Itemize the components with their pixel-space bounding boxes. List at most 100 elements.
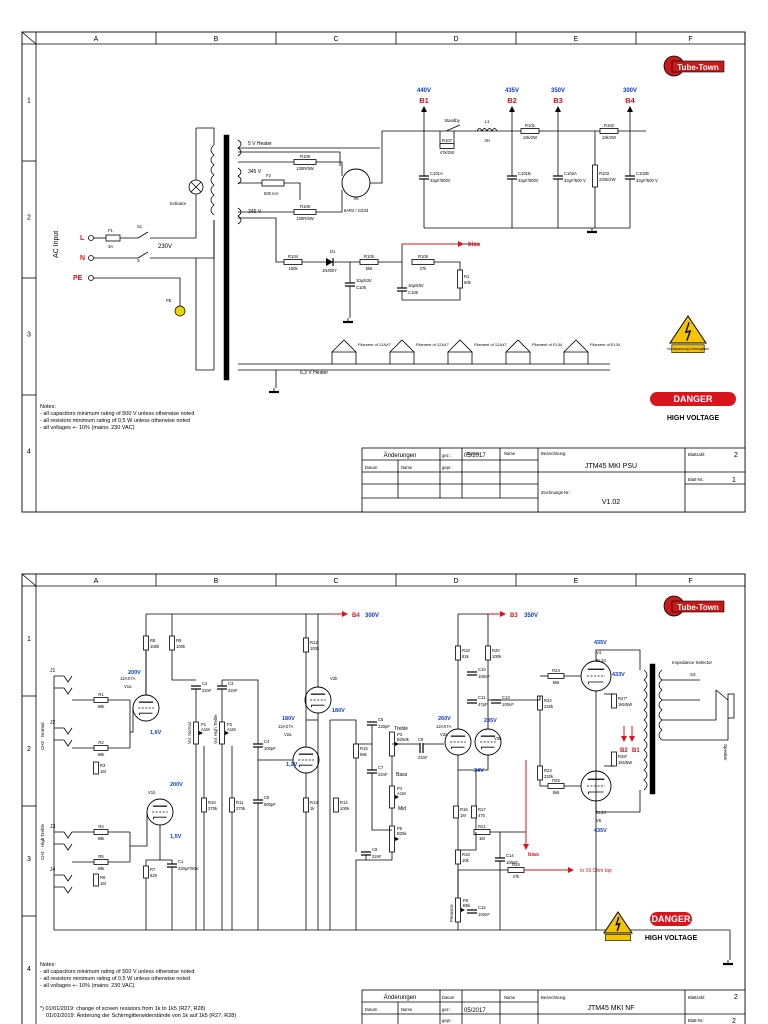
wire [137,231,149,239]
resistor-body [455,645,461,661]
tube-type: 12AX7A [120,676,136,681]
change-note: 01/01/2019: Änderung der Schirmgitterwid… [46,1012,236,1019]
pot-label: Presence [449,904,454,922]
resistor-value: 150k [288,266,298,271]
signal-arrow [524,867,574,873]
resistor-value: 100k [176,644,186,649]
resistor-value: 68k [98,866,106,871]
capacitor-name: C2 [202,681,208,686]
terminal-PE: PE [73,275,83,282]
standby-label: Standby [444,118,460,123]
resistor-body [93,761,99,775]
resistor-value: 1M [100,881,106,886]
resistor-body [439,143,455,149]
speaker-body [727,693,735,719]
resistor-name: R103 [599,171,610,176]
output-primary [643,669,648,791]
capacitor-name: 10µ/63V [356,278,372,283]
capacitor-value: 220pF [378,724,390,729]
plate-voltage: 260V [438,716,451,722]
resistor-value: 100R/5W [296,216,314,221]
column-marker: B [214,578,219,585]
name-label: Name [401,465,413,470]
resistor-name: R4 [98,824,104,829]
capacitor-name: C10 [478,667,486,672]
wire [311,704,325,708]
resistor-body [471,805,477,819]
resistor-name: R3 [100,763,106,768]
resistor-value: 56k [360,752,368,757]
sheet-number: 2 [732,1018,736,1024]
resistor-body [599,128,619,134]
rail-arrow [509,106,515,112]
gepr-label: gepr.: [442,465,452,470]
capacitor-name: C8 [372,847,378,852]
resistor-name: R13 [310,800,318,805]
secondary-winding [237,167,242,185]
terminal-circle [88,255,94,261]
capacitor-value: 100nF [478,912,490,917]
wire [54,831,73,839]
rail-node: B3 [510,613,518,619]
capacitor-value: 32µF/500 V [564,178,586,183]
resistor-value: 68k [98,752,106,757]
capacitor-value: C106 [408,290,419,295]
sheet-count-label: Blattzahl: [688,452,705,457]
capacitor-value: 100pF [264,746,276,751]
signal-arrow [330,611,348,617]
resistor-body [333,797,339,813]
heater-label: 6,3 V Heater [300,370,328,376]
resistor-body [93,829,109,835]
resistor-body [457,269,463,289]
pot-name: P4 [397,786,403,791]
resistor-value: 820 [150,873,158,878]
datum-label: Datum [365,465,378,470]
column-marker: E [574,578,579,585]
resistor-value: 1M [479,836,485,841]
logo-bar [671,60,725,73]
resistor-body [93,873,99,887]
resistor-body [283,259,303,265]
wire [94,277,181,308]
wire [171,650,190,681]
wire [138,812,148,847]
warning-text: Hochspannung Lebensgefahr [667,347,710,351]
tube-symbol [580,660,612,692]
rail-voltage: 350V [524,613,538,619]
tube-symbol [444,728,472,756]
resistor-name: R1 [98,692,104,697]
wire [588,681,604,685]
secondary-winding [237,207,242,225]
row-marker: 3 [27,856,31,863]
choke-value: 3H [484,138,489,143]
resistor-name: R19 [462,648,470,653]
tube-symbol [132,694,160,722]
pot-wiper [199,731,203,735]
indicator-label: Indicator [170,201,187,206]
capacitor-value: 32µF/500V [518,178,539,183]
capacitor-value: 100nF [502,702,514,707]
rail-voltage: 440V [417,88,431,94]
warning-triangle [603,911,633,934]
sheet-number-label: Blatt-Nr.: [688,477,704,482]
capacitor-name: C12 [478,905,486,910]
resistor-name: R22 [544,698,552,703]
high-voltage-label: HIGH VOLTAGE [645,935,698,942]
arrow-head [342,611,348,617]
wire [238,151,341,166]
filament-label: Filament of EL34 [590,342,621,347]
resistor-name: R8 [150,638,156,643]
wire [715,689,729,701]
transformer-core [223,134,230,381]
resistor-name: R26 [512,862,520,867]
resistor-value: 1M [100,769,106,774]
rail-arrow [627,106,633,112]
impedance-selector-label: Impedance Selector [672,660,713,665]
wire [21,573,37,587]
sheet-count-label: Blattzahl: [688,995,705,1000]
tube-name: V2b [330,676,338,681]
